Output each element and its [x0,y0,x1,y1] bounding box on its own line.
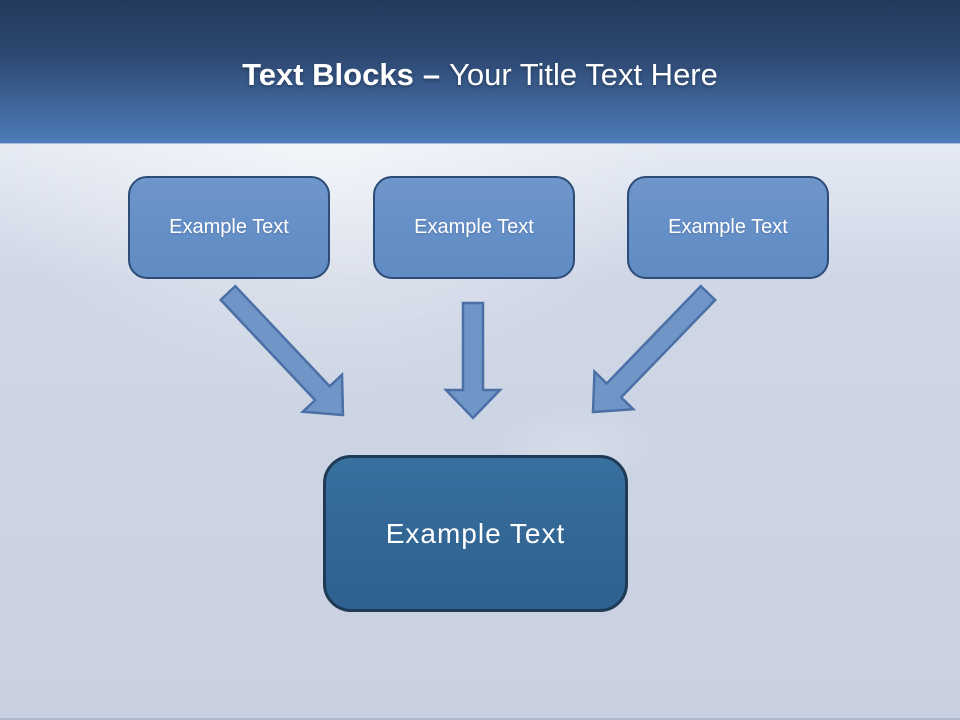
arrow-down-left-icon[interactable] [591,284,717,414]
page-title-bold-part: Text Blocks [242,57,414,92]
text-block-3[interactable]: Example Text [627,176,829,279]
text-block-1[interactable]: Example Text [128,176,330,279]
text-block-main[interactable]: Example Text [323,455,628,612]
arrow-down-right-icon[interactable] [218,284,345,417]
page-title-regular-part: Your Title Text Here [449,57,718,92]
arrow-down-icon[interactable] [443,301,503,420]
bottom-edge-line [0,718,960,720]
page-title-dash: – [422,57,441,92]
text-block-2-label: Example Text [414,216,534,238]
title-banner: Text Blocks–Your Title Text Here [0,0,960,144]
text-block-1-label: Example Text [169,216,289,238]
text-block-main-label: Example Text [385,517,566,549]
text-block-3-label: Example Text [668,216,788,238]
page-title: Text Blocks–Your Title Text Here [0,52,960,98]
text-block-2[interactable]: Example Text [373,176,575,279]
